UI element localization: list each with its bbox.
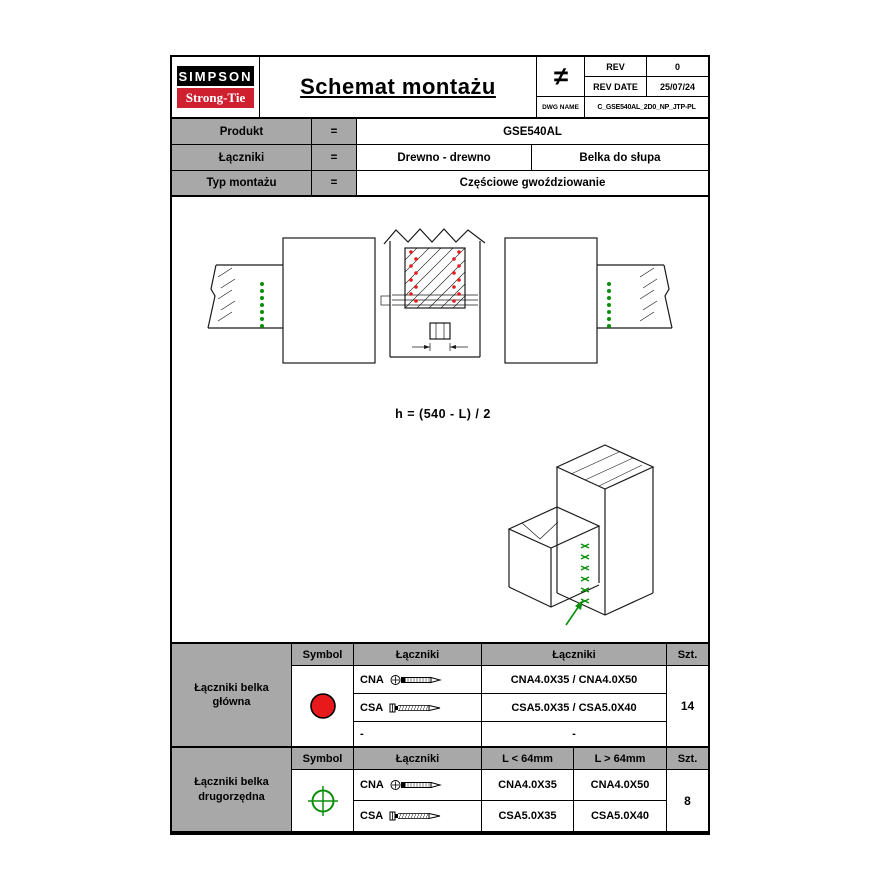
header-qty: Szt.	[667, 644, 708, 666]
sheet-title-cell: Schemat montażu	[260, 57, 537, 117]
side-view-left	[207, 237, 376, 364]
product-value: GSE540AL	[503, 125, 562, 138]
fastener-spec-long: CSA5.0X40	[574, 801, 667, 831]
screw-icon	[389, 811, 441, 821]
fastener-spec: CSA5.0X35 / CSA5.0X40	[482, 694, 667, 722]
fastener-spec: -	[482, 722, 667, 746]
side-view-right	[504, 237, 673, 364]
qty-value: 8	[684, 793, 691, 808]
info-row-product: Produkt = GSE540AL	[172, 119, 708, 145]
mount-type-value: Częściowe gwoździowanie	[459, 177, 606, 189]
drawing-sheet: SIMPSON Strong-Tie Schemat montażu ≠ REV…	[170, 55, 710, 835]
fastener-code: CSA	[360, 810, 384, 822]
rev-date-value: 25/07/24	[647, 77, 708, 97]
connector-type-value: Drewno - drewno	[357, 145, 532, 170]
screw-markers-isometric	[580, 543, 590, 604]
isometric-view	[507, 444, 655, 626]
nail-markers-right	[607, 282, 611, 328]
info-label: Typ montażu	[172, 171, 312, 195]
brand-logo-top: SIMPSON	[177, 66, 254, 86]
projection-symbol-icon: ≠	[537, 57, 585, 97]
fastener-code-cell: -	[354, 722, 482, 746]
info-row-connectors: Łączniki = Drewno - drewno Belka do słup…	[172, 145, 708, 171]
header-fasteners: Łączniki	[354, 644, 482, 666]
brand-logo: SIMPSON Strong-Tie	[172, 57, 260, 117]
fastener-code-cell: CNA	[354, 666, 482, 694]
header-fasteners: Łączniki	[354, 748, 482, 770]
header-fasteners-spec: Łączniki	[482, 644, 667, 666]
header-length-short: L < 64mm	[482, 748, 574, 770]
red-dot-symbol	[309, 693, 336, 719]
nail-markers-front-right	[452, 250, 461, 303]
header-qty: Szt.	[667, 748, 708, 770]
nail-markers-left	[260, 282, 264, 328]
fastener-code: CNA	[360, 673, 384, 686]
nail-icon	[390, 780, 442, 790]
green-crosshair-symbol	[307, 785, 338, 816]
symbol-cell	[292, 666, 354, 746]
assembly-drawing	[207, 228, 673, 626]
dwg-name-value: C_GSE540AL_2D0_NP_JTP-PL	[597, 103, 696, 111]
symbol-cell	[292, 770, 354, 831]
rev-date-label: REV DATE	[585, 77, 647, 97]
table-row-label: Łączniki belka drugorzędna	[172, 748, 292, 831]
revision-block: ≠ REV 0 REV DATE 25/07/24 DWG NAME C_GSE…	[537, 57, 708, 117]
technical-drawing-area: h = (540 - L) / 2	[172, 197, 708, 644]
table-row-label: Łączniki belka główna	[172, 644, 292, 746]
sheet-title: Schemat montażu	[300, 74, 496, 99]
info-label: Produkt	[172, 119, 312, 144]
title-block-header: SIMPSON Strong-Tie Schemat montażu ≠ REV…	[172, 57, 708, 119]
dwg-name-label: DWG NAME	[537, 97, 585, 117]
fasteners-table-secondary-beam: Łączniki belka drugorzędna Symbol Łączni…	[172, 748, 708, 833]
fastener-code-cell: CSA	[354, 694, 482, 722]
header-symbol: Symbol	[292, 748, 354, 770]
fastener-code-cell: CSA	[354, 801, 482, 831]
brand-logo-bottom: Strong-Tie	[177, 88, 254, 108]
fasteners-table-main-beam: Łączniki belka główna Symbol Łączniki Łą…	[172, 644, 708, 748]
rev-label: REV	[585, 57, 647, 77]
nail-markers-front-left	[409, 250, 418, 303]
info-label: Łączniki	[172, 145, 312, 170]
fastener-spec-short: CNA4.0X35	[482, 770, 574, 801]
equals-sign: =	[312, 119, 357, 144]
connection-value: Belka do słupa	[579, 151, 661, 164]
equals-sign: =	[312, 171, 357, 195]
header-length-long: L > 64mm	[574, 748, 667, 770]
fastener-code-cell: CNA	[354, 770, 482, 801]
nail-icon	[390, 674, 442, 685]
product-info-table: Produkt = GSE540AL Łączniki = Drewno - d…	[172, 119, 708, 197]
fastener-spec: CNA4.0X35 / CNA4.0X50	[482, 666, 667, 694]
info-row-mount-type: Typ montażu = Częściowe gwoździowanie	[172, 171, 708, 197]
height-formula: h = (540 - L) / 2	[395, 407, 491, 421]
fastener-spec-short: CSA5.0X35	[482, 801, 574, 831]
fastener-code: CSA	[360, 701, 384, 714]
rev-value: 0	[647, 57, 708, 77]
equals-sign: =	[312, 145, 357, 170]
fastener-spec-long: CNA4.0X50	[574, 770, 667, 801]
header-symbol: Symbol	[292, 644, 354, 666]
front-view	[380, 228, 486, 358]
fastener-code: CNA	[360, 779, 384, 791]
screw-icon	[389, 703, 441, 712]
qty-value: 14	[680, 699, 695, 713]
